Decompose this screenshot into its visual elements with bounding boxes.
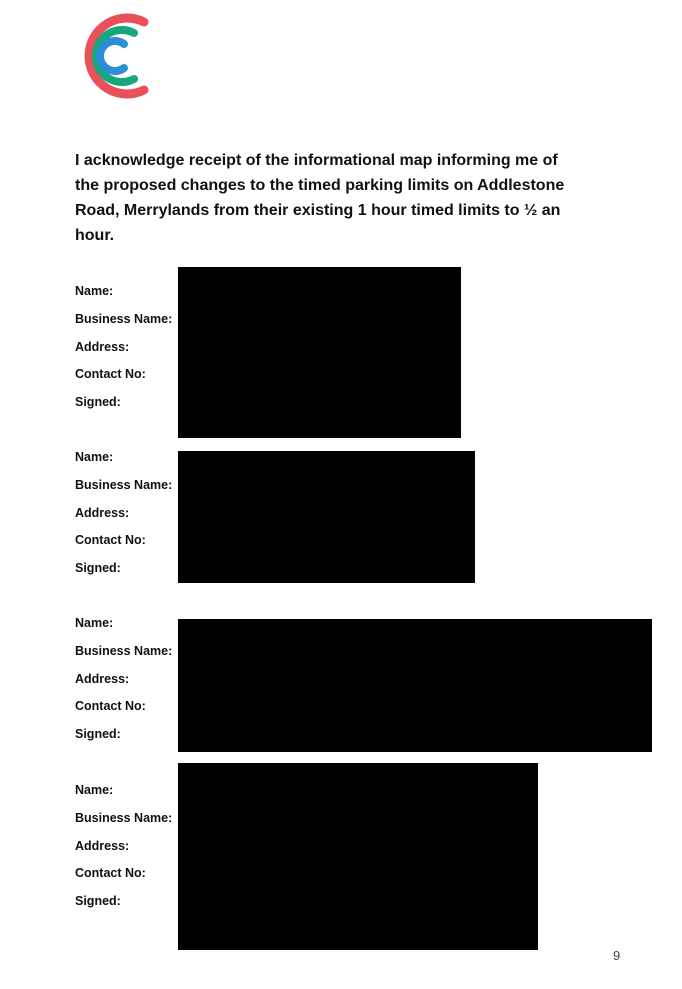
redaction-box [178, 267, 461, 438]
label-signed: Signed: [75, 561, 121, 576]
paragraph-line: I acknowledge receipt of the information… [75, 152, 558, 169]
label-contact-no: Contact No: [75, 533, 146, 548]
redaction-box [178, 451, 475, 583]
label-name: Name: [75, 616, 114, 630]
label-contact-no: Contact No: [75, 866, 146, 881]
council-logo [84, 13, 149, 99]
page-number: 9 [613, 948, 621, 963]
label-contact-no: Contact No: [75, 367, 146, 382]
label-business-name: Business Name: [75, 810, 173, 825]
label-business-name: Business Name: [75, 311, 173, 326]
label-contact-no: Contact No: [75, 699, 146, 714]
redaction-box [178, 763, 538, 950]
paragraph-line: hour. [75, 227, 115, 244]
acknowledgement-paragraph: I acknowledge receipt of the information… [75, 148, 575, 248]
paragraph-line: the proposed changes to the timed parkin… [75, 177, 565, 194]
label-business-name: Business Name: [75, 477, 173, 492]
label-name: Name: [75, 783, 114, 797]
label-signed: Signed: [75, 395, 121, 410]
label-name: Name: [75, 450, 114, 464]
label-address: Address: [75, 838, 130, 853]
label-address: Address: [75, 671, 130, 686]
label-address: Address: [75, 339, 130, 354]
label-business-name: Business Name: [75, 643, 173, 658]
label-signed: Signed: [75, 894, 121, 909]
label-signed: Signed: [75, 727, 121, 742]
redaction-box [178, 619, 652, 752]
label-address: Address: [75, 505, 130, 520]
label-name: Name: [75, 284, 114, 298]
paragraph-line: Road, Merrylands from their existing 1 h… [75, 202, 561, 219]
